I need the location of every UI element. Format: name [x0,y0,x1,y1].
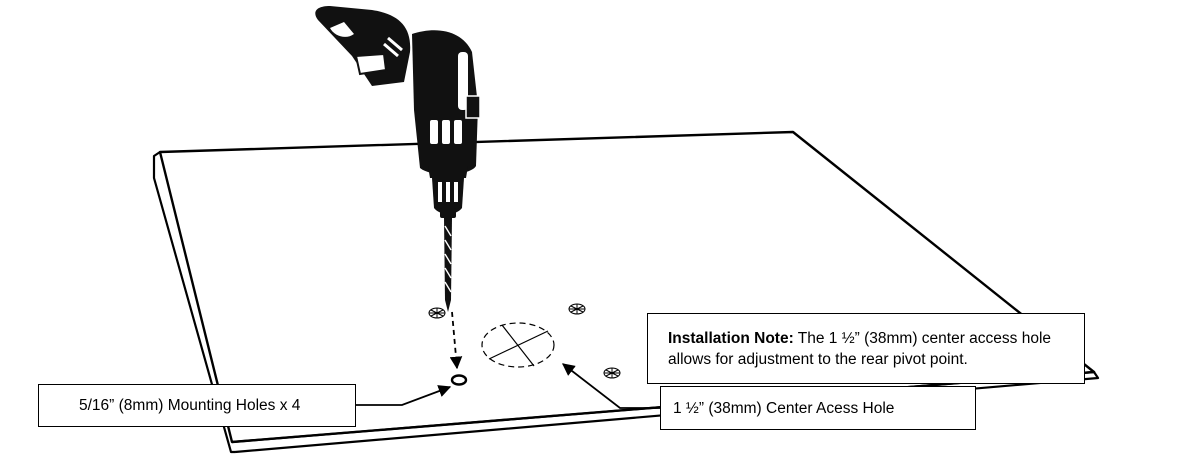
center-hole-label: 1 ½” (38mm) Center Acess Hole [673,399,895,417]
installation-note-label: Installation Note: [668,330,794,347]
mounting-holes-callout: 5/16” (8mm) Mounting Holes x 4 [38,384,356,427]
center-hole-callout: 1 ½” (38mm) Center Acess Hole [660,386,976,430]
center-hole-leader-arrow [562,363,660,409]
drill-path-arrow [449,311,463,370]
installation-note: Installation Note: The 1 ½” (38mm) cente… [647,313,1085,384]
center-hole-marking-icon [481,322,555,368]
mounting-hole-icon [428,303,621,386]
installation-note-text: The 1 ½” (38mm) center access hole allow… [668,330,1052,368]
power-drill-icon [315,6,481,218]
mounting-holes-leader-arrow [356,385,452,406]
drill-bit-icon [444,218,452,312]
mounting-holes-label: 5/16” (8mm) Mounting Holes x 4 [79,397,301,414]
